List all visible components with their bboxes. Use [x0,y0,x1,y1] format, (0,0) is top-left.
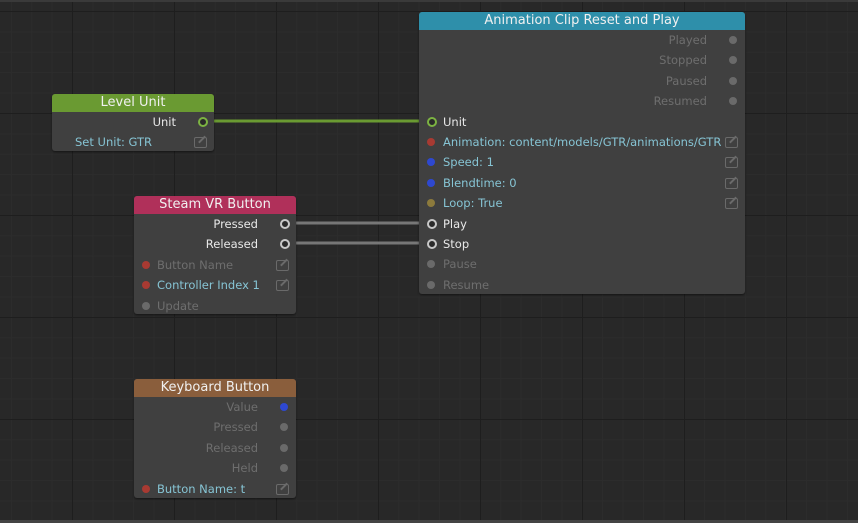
node-steam-vr-button[interactable]: Steam VR Button Pressed Released Button … [134,196,296,314]
bottom-border [0,520,858,523]
pressed-output-pin[interactable] [280,219,290,229]
resumed-output-pin[interactable] [729,97,737,106]
output-label-resumed: Resumed [653,94,707,109]
button-name-input-pin[interactable] [142,484,150,493]
unit-output-pin[interactable] [198,117,208,127]
node-title[interactable]: Steam VR Button [134,196,296,214]
output-label-held: Held [231,461,258,476]
input-label-pause: Pause [443,257,477,272]
param-set-unit: Set Unit: GTR [75,135,152,150]
node-title[interactable]: Level Unit [52,94,214,112]
output-label-paused: Paused [665,73,707,88]
unit-input-pin[interactable] [427,116,437,127]
output-label-value: Value [226,400,258,414]
edit-icon[interactable] [725,157,738,169]
controller-index-input-pin[interactable] [142,281,150,290]
output-label-released: Released [205,440,258,455]
edit-icon[interactable] [725,136,738,148]
input-label-play: Play [443,216,467,231]
node-title[interactable]: Keyboard Button [134,379,296,397]
stopped-output-pin[interactable] [729,56,737,65]
output-label-pressed: Pressed [213,420,258,435]
pressed-output-pin[interactable] [280,423,288,432]
output-label-stopped: Stopped [659,53,707,68]
resume-input-pin[interactable] [427,280,435,289]
released-output-pin[interactable] [280,443,288,452]
edit-icon[interactable] [276,259,289,271]
output-label-played: Played [668,33,707,47]
paused-output-pin[interactable] [729,76,737,85]
input-label-loop: Loop: True [443,196,503,211]
edit-icon[interactable] [276,483,289,495]
edit-icon[interactable] [725,198,738,210]
top-border [0,0,858,2]
input-label-unit: Unit [443,114,467,129]
edit-icon[interactable] [725,177,738,189]
update-input-pin[interactable] [142,301,150,310]
loop-input-pin[interactable] [427,199,435,208]
speed-input-pin[interactable] [427,158,435,167]
animation-input-pin[interactable] [427,137,435,146]
output-label-released: Released [205,237,258,252]
output-label-unit: Unit [152,115,176,129]
edit-icon[interactable] [194,137,207,149]
input-label-speed: Speed: 1 [443,155,494,170]
input-label-resume: Resume [443,277,490,292]
edit-icon[interactable] [276,280,289,292]
input-label-animation: Animation: content/models/GTR/animations… [443,134,722,149]
blendtime-input-pin[interactable] [427,178,435,187]
played-output-pin[interactable] [729,36,737,44]
output-label-pressed: Pressed [213,217,258,231]
input-label-button-name: Button Name [157,257,234,272]
input-label-update: Update [157,298,199,313]
play-input-pin[interactable] [427,218,437,229]
input-label-controller-index: Controller Index 1 [157,278,260,293]
value-output-pin[interactable] [280,403,288,411]
released-output-pin[interactable] [280,239,290,250]
node-keyboard-button[interactable]: Keyboard Button Value Pressed Released H… [134,379,296,498]
node-title[interactable]: Animation Clip Reset and Play [419,12,745,30]
input-label-blendtime: Blendtime: 0 [443,175,517,190]
input-label-button-name: Button Name: t [157,481,246,496]
pause-input-pin[interactable] [427,260,435,269]
node-level-unit[interactable]: Level Unit Unit Set Unit: GTR [52,94,214,151]
button-name-input-pin[interactable] [142,260,150,269]
held-output-pin[interactable] [280,464,288,473]
node-animation-clip-reset-and-play[interactable]: Animation Clip Reset and Play Played Sto… [419,12,745,294]
stop-input-pin[interactable] [427,238,437,249]
input-label-stop: Stop [443,236,470,251]
